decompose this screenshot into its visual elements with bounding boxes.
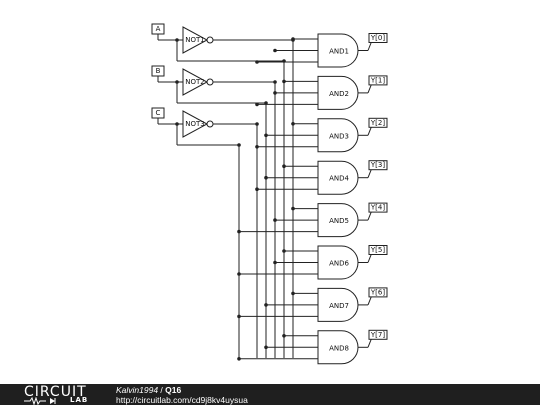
circuit-credit: Kalvin1994 / Q16	[116, 385, 181, 395]
junction-dot	[291, 122, 295, 126]
junction-dot	[264, 345, 268, 350]
and-gate-7	[317, 287, 359, 322]
output-label-7: Y[7]	[370, 331, 385, 339]
junction-dot	[282, 249, 286, 253]
and-gate-label-2: AND2	[329, 90, 349, 98]
circuitlab-logo-text[interactable]: CIRCUIT	[24, 384, 87, 400]
output-pin-6	[368, 287, 388, 298]
junction-dot	[255, 187, 259, 191]
and-gate-3	[317, 118, 359, 153]
output-pin-2	[368, 117, 388, 128]
junction-dot	[255, 102, 259, 107]
output-label-1: Y[1]	[370, 76, 385, 84]
junction-dot	[291, 206, 295, 211]
junction-dot	[237, 357, 241, 361]
junction-dot	[273, 218, 277, 222]
and-gate-4	[317, 160, 359, 195]
junction-dot	[264, 133, 268, 138]
credit-separator: /	[158, 385, 166, 395]
not-gate-label-1: NOT1	[185, 36, 204, 44]
junction-dot	[273, 260, 277, 265]
footer-bar: CIRCUIT LAB Kalvin1994 / Q16 http://circ…	[0, 384, 540, 405]
junction-dot	[282, 164, 286, 168]
junction-dot	[273, 91, 277, 95]
circuit-url[interactable]: http://circuitlab.com/cd9j8kv4uysua	[116, 395, 248, 405]
output-pin-0	[368, 33, 388, 43]
output-label-5: Y[5]	[370, 246, 385, 254]
input-label-a: A	[156, 25, 161, 33]
and-gate-label-7: AND7	[329, 302, 349, 310]
output-label-2: Y[2]	[370, 119, 385, 127]
and-gate-label-1: AND1	[329, 48, 349, 56]
resistor-logo-icon	[24, 397, 56, 405]
junction-dot	[273, 48, 277, 53]
output-label-4: Y[4]	[370, 204, 385, 212]
not-bubble-1	[206, 36, 214, 44]
and-gate-6	[317, 245, 359, 280]
and-gate-label-6: AND6	[329, 260, 349, 268]
and-gate-5	[317, 203, 359, 238]
input-label-b: B	[156, 67, 161, 75]
input-pin-c	[151, 107, 165, 119]
output-label-3: Y[3]	[370, 161, 385, 169]
junction-dot	[264, 303, 268, 307]
output-pin-3	[368, 160, 388, 171]
input-pin-b	[151, 65, 165, 77]
junction-dot	[264, 175, 268, 180]
circuit-title: Q16	[165, 385, 182, 395]
junction-dot	[255, 60, 259, 64]
and-gate-8	[317, 330, 359, 365]
input-pin-a	[151, 23, 165, 35]
junction-dot	[291, 37, 295, 41]
junction-dot	[282, 79, 286, 84]
not-bubble-2	[206, 78, 214, 86]
not-gate-label-2: NOT2	[185, 78, 204, 86]
wires	[157, 34, 373, 361]
output-pin-4	[368, 202, 388, 213]
and-gate-label-8: AND8	[329, 344, 349, 352]
junction-dot	[282, 334, 286, 338]
gates	[151, 23, 388, 365]
junction-dot	[291, 291, 295, 296]
and-gate-2	[317, 75, 359, 110]
junction-dot	[237, 314, 241, 319]
not-gate-1	[182, 26, 209, 54]
output-pin-1	[368, 75, 388, 86]
and-gate-label-5: AND5	[329, 217, 349, 225]
input-label-c: C	[156, 109, 161, 117]
output-pin-7	[368, 329, 388, 340]
not-gate-label-3: NOT3	[185, 120, 204, 128]
output-label-0: Y[0]	[370, 34, 385, 42]
junction-dot	[237, 229, 241, 234]
output-pin-5	[368, 245, 388, 255]
not-bubble-3	[206, 120, 214, 128]
junction-dot	[237, 272, 241, 276]
and-gate-label-3: AND3	[329, 132, 349, 140]
author-link[interactable]: Kalvin1994	[116, 385, 159, 395]
and-gate-label-4: AND4	[329, 175, 349, 183]
not-gate-3	[182, 110, 209, 138]
circuitlab-logo-subtext: LAB	[70, 396, 89, 404]
output-label-6: Y[6]	[370, 288, 385, 296]
and-gate-1	[317, 33, 359, 68]
not-gate-2	[182, 68, 209, 96]
junction-dot	[255, 145, 259, 149]
